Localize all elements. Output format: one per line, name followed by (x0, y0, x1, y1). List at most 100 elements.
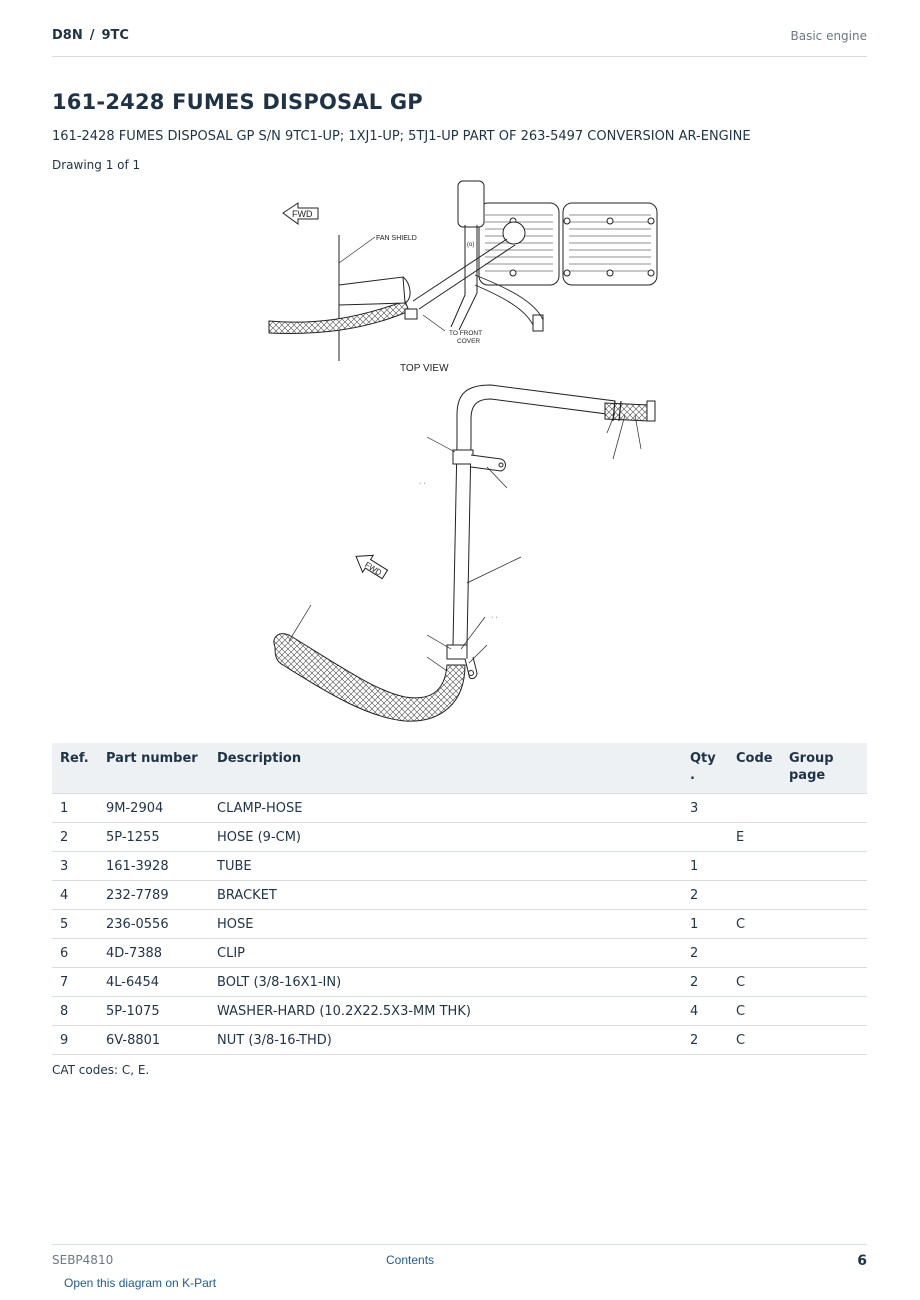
cell-ref: 6 (52, 938, 98, 968)
cell-description: HOSE (9-CM) (209, 822, 682, 852)
breadcrumb-model: D8N (52, 28, 83, 43)
cell-qty: 3 (682, 793, 728, 823)
cell-group-page (781, 822, 867, 852)
cell-code: C (728, 1025, 781, 1055)
parts-table: Ref. Part number Description Qty. Code G… (52, 743, 867, 1055)
header-qty-line1: Qty (690, 751, 716, 766)
lower-clamp (446, 644, 468, 660)
cell-part-number: 4D-7388 (98, 938, 209, 968)
cell-code (728, 880, 781, 910)
section-name: Basic engine (790, 29, 867, 43)
detail-view-drawing: FWD (273, 384, 656, 722)
cell-ref: 2 (52, 822, 98, 852)
cell-description: NUT (3/8-16-THD) (209, 1025, 682, 1055)
header-qty: Qty. (682, 743, 728, 794)
table-row: 2 5P-1255 HOSE (9-CM) E (52, 822, 867, 852)
cell-part-number: 232-7789 (98, 880, 209, 910)
contents-link[interactable]: Contents (386, 1253, 435, 1267)
cell-group-page (781, 880, 867, 910)
to-front-label-1: TO FRONT (449, 330, 482, 337)
fwd-arrow-top (282, 202, 319, 225)
cell-qty (682, 822, 728, 852)
cell-ref: 4 (52, 880, 98, 910)
cell-qty: 1 (682, 851, 728, 881)
cell-code: C (728, 909, 781, 939)
fwd-label-top: FWD (292, 209, 313, 219)
cell-code: C (728, 967, 781, 997)
cell-part-number: 5P-1075 (98, 996, 209, 1026)
breadcrumb-prefix: 9TC (101, 28, 129, 43)
document-id: SEBP4810 (52, 1253, 114, 1267)
cell-group-page (781, 1025, 867, 1055)
cell-ref: 7 (52, 967, 98, 997)
upper-bracket (470, 454, 506, 472)
header-description: Description (209, 743, 682, 794)
cell-description: TUBE (209, 851, 682, 881)
breadcrumb: D8N / 9TC (52, 28, 129, 43)
page-header: D8N / 9TC Basic engine (52, 28, 867, 57)
cell-group-page (781, 967, 867, 997)
header-code: Code (728, 743, 781, 794)
page-number: 6 (857, 1253, 867, 1269)
page-footer: SEBP4810 Contents 6 (52, 1244, 867, 1275)
cell-qty: 2 (682, 880, 728, 910)
breadcrumb-separator: / (89, 28, 95, 43)
fwd-arrow-lower: FWD (355, 554, 389, 580)
cell-code: C (728, 996, 781, 1026)
top-view-drawing: FWD FAN SHIELD (o) TO FRON (268, 180, 658, 361)
header-ref: Ref. (52, 743, 98, 794)
table-row: 3 161-3928 TUBE 1 (52, 851, 867, 881)
tube-upper (456, 384, 616, 443)
header-group-page: Group page (781, 743, 867, 794)
upper-clamp (452, 449, 474, 465)
drawing-count: Drawing 1 of 1 (52, 158, 141, 172)
top-view-label: TOP VIEW (400, 363, 449, 374)
header-part-number: Part number (98, 743, 209, 794)
cell-description: BRACKET (209, 880, 682, 910)
header-group-line1: Group (789, 751, 834, 766)
kpart-diagram-link[interactable]: Open this diagram on K-Part (64, 1276, 217, 1290)
cell-part-number: 161-3928 (98, 851, 209, 881)
cell-code (728, 851, 781, 881)
cell-code: E (728, 822, 781, 852)
cell-group-page (781, 793, 867, 823)
cell-code (728, 938, 781, 968)
table-row: 1 9M-2904 CLAMP-HOSE 3 (52, 793, 867, 823)
cell-qty: 2 (682, 938, 728, 968)
cell-ref: 8 (52, 996, 98, 1026)
cell-description: HOSE (209, 909, 682, 939)
tube-vertical (452, 442, 472, 646)
cell-part-number: 6V-8801 (98, 1025, 209, 1055)
cell-part-number: 4L-6454 (98, 967, 209, 997)
table-row: 8 5P-1075 WASHER-HARD (10.2X22.5X3-MM TH… (52, 996, 867, 1026)
cell-group-page (781, 938, 867, 968)
cell-ref: 9 (52, 1025, 98, 1055)
cell-group-page (781, 996, 867, 1026)
parts-table-header: Ref. Part number Description Qty. Code G… (52, 743, 867, 794)
cell-ref: 3 (52, 851, 98, 881)
cell-group-page (781, 909, 867, 939)
top-tube (450, 225, 478, 331)
breather (457, 180, 485, 228)
cell-ref: 5 (52, 909, 98, 939)
cell-part-number: 236-0556 (98, 909, 209, 939)
cell-part-number: 5P-1255 (98, 822, 209, 852)
cell-part-number: 9M-2904 (98, 793, 209, 823)
table-row: 9 6V-8801 NUT (3/8-16-THD) 2 C (52, 1025, 867, 1055)
detail-dots-a: · · (419, 480, 426, 487)
table-row: 4 232-7789 BRACKET 2 (52, 880, 867, 910)
cat-codes-note: CAT codes: C, E. (52, 1063, 150, 1077)
detail-dots-b: · · (491, 614, 498, 621)
cell-description: WASHER-HARD (10.2X22.5X3-MM THK) (209, 996, 682, 1026)
cell-description: CLAMP-HOSE (209, 793, 682, 823)
cell-qty: 2 (682, 1025, 728, 1055)
cell-qty: 4 (682, 996, 728, 1026)
cell-group-page (781, 851, 867, 881)
table-row: 6 4D-7388 CLIP 2 (52, 938, 867, 968)
header-group-line2: page (789, 768, 826, 783)
page-subtitle: 161-2428 FUMES DISPOSAL GP S/N 9TC1-UP; … (52, 129, 751, 144)
cell-ref: 1 (52, 793, 98, 823)
cell-qty: 1 (682, 909, 728, 939)
header-qty-line2: . (690, 768, 695, 783)
cell-qty: 2 (682, 967, 728, 997)
